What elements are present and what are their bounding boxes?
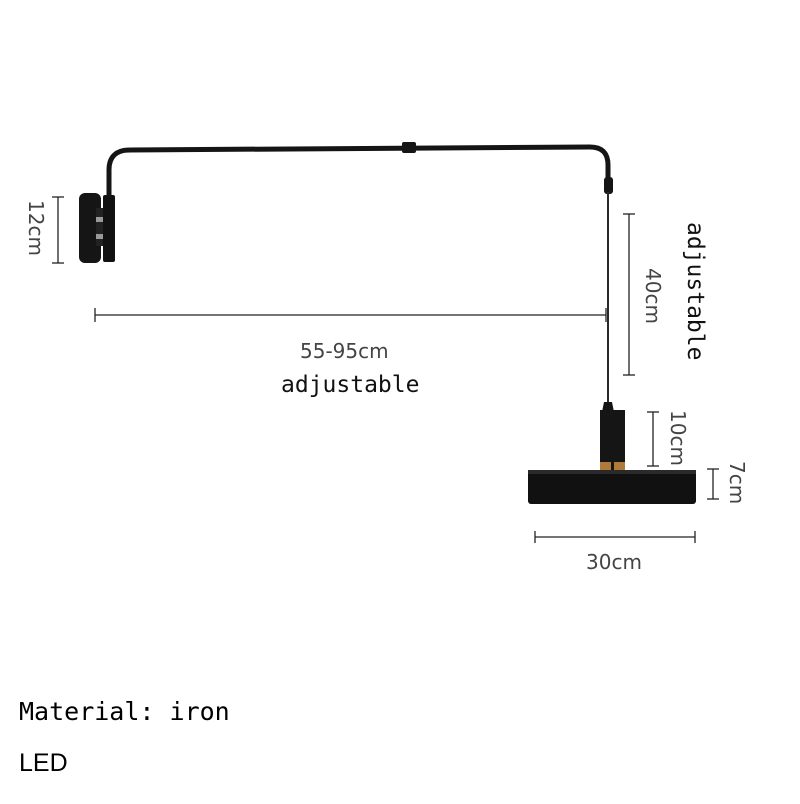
arm-adjustable-label: adjustable — [281, 372, 420, 398]
mount-height-label: 12cm — [24, 200, 48, 256]
drop-adjustable-label: adjustable — [682, 222, 708, 361]
drop-length-label: 40cm — [641, 268, 665, 324]
shade-height-label: 7cm — [725, 461, 749, 505]
dimension-lines — [52, 196, 719, 543]
arm-length-label: 55-95cm — [300, 339, 389, 363]
socket-height-label: 10cm — [666, 410, 690, 466]
wall-mount-icon — [79, 193, 115, 263]
light-source-spec: LED — [19, 749, 68, 777]
lamp-shade-icon — [528, 470, 696, 504]
lamp-socket-icon — [600, 402, 625, 470]
material-spec: Material: iron — [19, 697, 230, 726]
shade-diameter-label: 30cm — [586, 550, 642, 574]
swing-arm-icon — [106, 142, 613, 199]
